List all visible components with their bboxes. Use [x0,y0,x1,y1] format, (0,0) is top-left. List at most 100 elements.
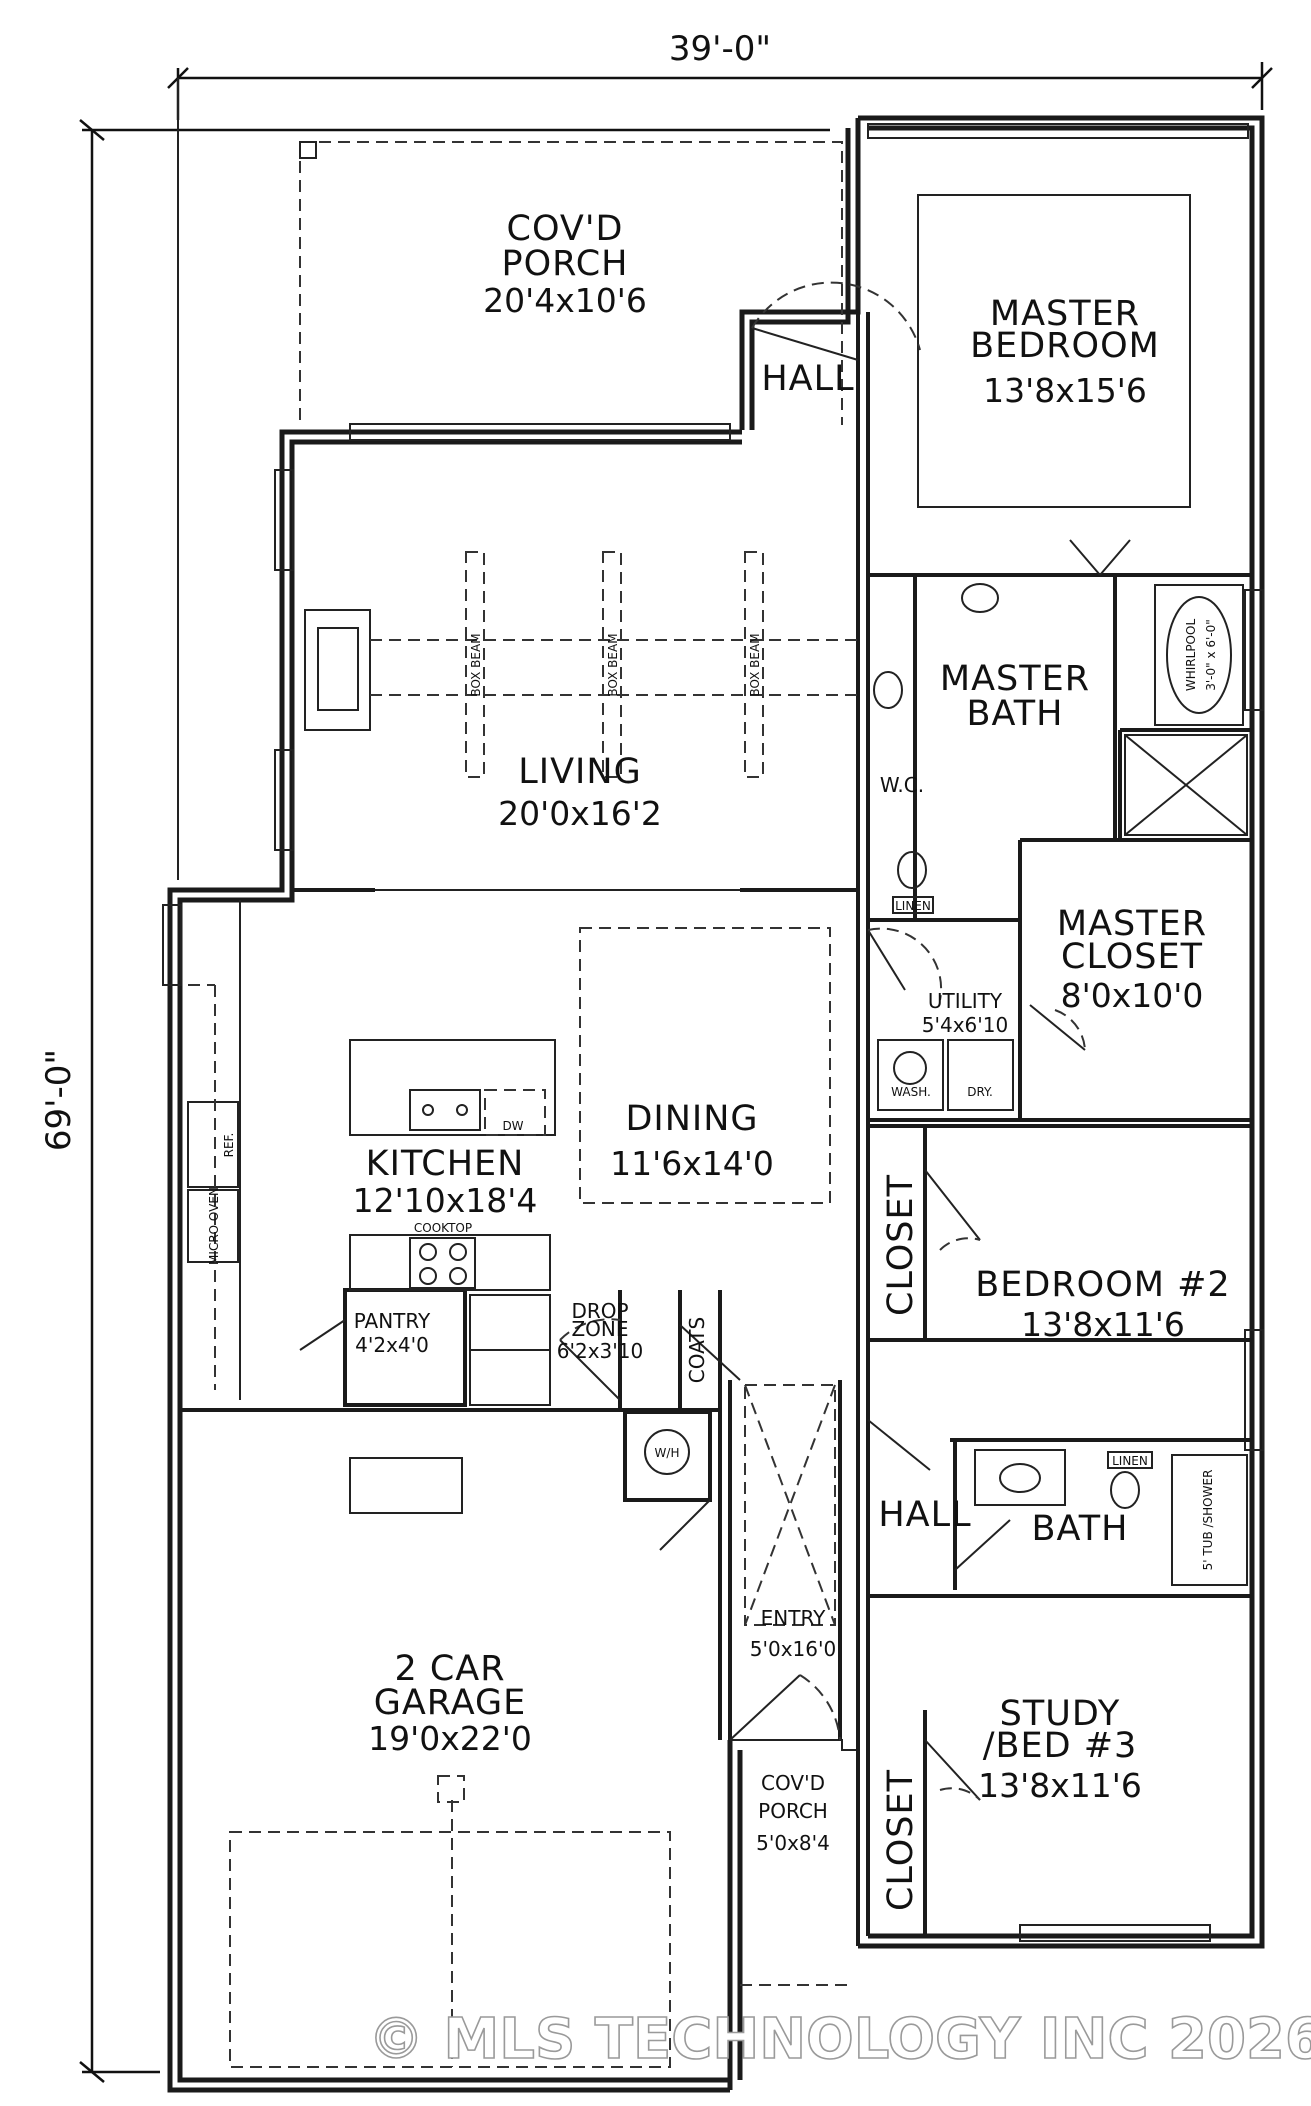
svg-text:12'10x18'4: 12'10x18'4 [353,1181,538,1220]
label-closet-bed2: CLOSET [881,1174,921,1316]
dimension-depth: 69'-0" [39,119,830,2083]
svg-text:COV'D: COV'D [507,209,624,249]
svg-text:STUDY: STUDY [1000,1694,1121,1734]
exterior-walls [167,115,1265,2093]
svg-text:UTILITY: UTILITY [928,989,1003,1013]
label-entry: ENTRY 5'0x16'0 [750,1606,836,1661]
windows [162,123,1264,1942]
label-micro-oven: MICRO OVEN [207,1187,221,1265]
label-box-beam-3: BOX BEAM [748,633,762,696]
label-bedroom2: BEDROOM #2 13'8x11'6 [975,1265,1230,1344]
utility-fixtures [877,1039,1014,1111]
label-bath: BATH [1032,1509,1129,1549]
label-utility: UTILITY 5'4x6'10 [922,989,1008,1037]
rear-porch-outline [299,141,843,425]
label-whirlpool: WHIRLPOOL [1184,619,1198,692]
label-drop-zone: DROP ZONE 6'2x3'10 [557,1299,643,1363]
svg-text:11'6x14'0: 11'6x14'0 [610,1144,774,1183]
svg-text:CLOSET: CLOSET [1061,937,1203,977]
svg-text:GARAGE: GARAGE [374,1683,527,1723]
svg-text:KITCHEN: KITCHEN [366,1144,525,1184]
svg-text:ENTRY: ENTRY [761,1606,826,1630]
svg-text:13'8x11'6: 13'8x11'6 [1021,1305,1185,1344]
dining-tray-ceiling [579,927,831,1204]
label-living: LIVING 20'0x16'2 [498,752,662,833]
svg-text:COV'D: COV'D [761,1771,825,1795]
label-whirlpool-size: 3'-0" x 6'-0" [1204,619,1218,691]
svg-text:5'4x6'10: 5'4x6'10 [922,1013,1008,1037]
label-master-bath: MASTER BATH [940,659,1090,734]
svg-text:COATS: COATS [685,1317,709,1383]
svg-text:BATH: BATH [967,694,1064,734]
label-box-beam-2: BOX BEAM [606,633,620,696]
label-wash: WASH. [891,1085,931,1099]
svg-text:13'8x15'6: 13'8x15'6 [983,371,1147,410]
svg-text:2 CAR: 2 CAR [394,1649,505,1689]
svg-text:13'8x11'6: 13'8x11'6 [978,1766,1142,1805]
watermark: © MLS TECHNOLOGY INC 2026 [368,2007,1311,2072]
label-pantry: PANTRY 4'2x4'0 [354,1309,431,1357]
master-bath-fixtures [873,583,1248,914]
label-linen-bath: LINEN [1112,1454,1148,1468]
label-kitchen: KITCHEN 12'10x18'4 [353,1144,538,1220]
label-rear-porch: COV'D PORCH 20'4x10'6 [483,209,647,320]
door-swings [299,281,1131,1801]
svg-text:MASTER: MASTER [990,294,1140,334]
svg-text:20'4x10'6: 20'4x10'6 [483,281,647,320]
svg-text:/BED #3: /BED #3 [983,1726,1138,1766]
svg-text:CLOSET: CLOSET [881,1174,921,1316]
label-study: STUDY /BED #3 13'8x11'6 [978,1694,1142,1805]
label-wh: W/H [655,1446,680,1460]
label-ref: REF. [222,1133,236,1158]
label-hall-mid: HALL [878,1495,971,1535]
label-box-beam-1: BOX BEAM [469,633,483,696]
label-closet-study: CLOSET [881,1769,921,1911]
svg-text:5'0x16'0: 5'0x16'0 [750,1637,836,1661]
label-coats: COATS [685,1317,709,1383]
svg-text:HALL: HALL [761,359,854,399]
svg-text:19'0x22'0: 19'0x22'0 [368,1719,532,1758]
svg-text:8'0x10'0: 8'0x10'0 [1061,976,1204,1015]
svg-text:W.C.: W.C. [880,773,924,797]
label-master-bedroom: MASTER BEDROOM 13'8x15'6 [970,294,1160,410]
svg-text:4'2x4'0: 4'2x4'0 [355,1333,429,1357]
svg-text:CLOSET: CLOSET [881,1769,921,1911]
label-dw: DW [502,1119,523,1133]
svg-text:BEDROOM: BEDROOM [970,326,1160,366]
svg-text:MASTER: MASTER [1057,904,1207,944]
dimension-width: 39'-0" [167,29,1273,120]
svg-text:PORCH: PORCH [502,244,629,284]
svg-text:6'2x3'10: 6'2x3'10 [557,1339,643,1363]
svg-text:DROP: DROP [571,1299,628,1323]
label-cooktop: COOKTOP [414,1221,472,1235]
width-label: 39'-0" [669,29,771,69]
label-linen-wc: LINEN [895,899,931,913]
svg-text:DINING: DINING [625,1099,758,1139]
svg-text:HALL: HALL [878,1495,971,1535]
svg-text:PANTRY: PANTRY [354,1309,431,1333]
entry-skylight [744,1384,836,1626]
svg-text:MASTER: MASTER [940,659,1090,699]
svg-text:5'0x8'4: 5'0x8'4 [756,1831,830,1855]
interior-walls [180,312,1252,1946]
svg-text:LIVING: LIVING [518,752,641,792]
kitchen-island [349,1039,556,1136]
label-hall-top: HALL [761,359,854,399]
label-garage: 2 CAR GARAGE 19'0x22'0 [368,1649,532,1758]
label-front-porch: COV'D PORCH 5'0x8'4 [756,1771,830,1855]
svg-text:BEDROOM #2: BEDROOM #2 [975,1265,1230,1305]
label-dry: DRY. [967,1085,993,1099]
svg-text:20'0x16'2: 20'0x16'2 [498,794,662,833]
cooktop-counter [349,1234,551,1406]
master-tray-ceiling [917,194,1191,508]
fireplace [304,609,371,731]
label-dining: DINING 11'6x14'0 [610,1099,774,1183]
bath-fixtures [974,1449,1248,1586]
label-tub-shower: 5' TUB /SHOWER [1201,1470,1215,1571]
water-heater [644,1429,690,1475]
box-beams [370,551,858,778]
depth-label: 69'-0" [39,1049,79,1151]
svg-text:BATH: BATH [1032,1509,1129,1549]
svg-text:ZONE: ZONE [571,1317,628,1341]
